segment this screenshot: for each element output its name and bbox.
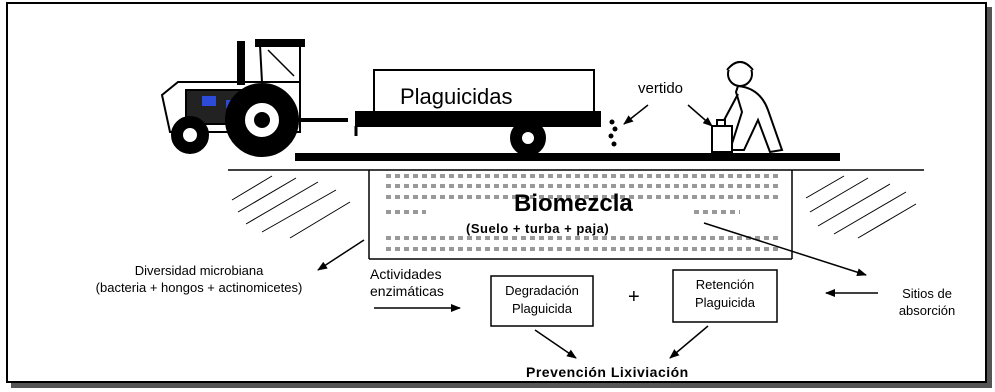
ground-platform [295, 153, 840, 161]
diversidad-label: Diversidad microbiana (bacteria + hongos… [34, 262, 364, 296]
retencion-line-1: Retención [695, 277, 755, 292]
sitios-label: Sitios de absorción [882, 285, 972, 319]
degradacion-box [490, 275, 594, 327]
diversidad-line-2: (bacteria + hongos + actinomicetes) [95, 280, 303, 295]
actividades-line-2: enzimáticas [370, 283, 444, 299]
retencion-label: Retención Plaguicida [673, 276, 777, 312]
arrow-retencion-down [669, 325, 709, 359]
actividades-label: Actividades enzimáticas [370, 266, 444, 300]
worker-icon [711, 61, 784, 154]
arrow-vertido-left [623, 104, 649, 125]
trailer-icon [354, 69, 601, 156]
pesticide-drops-icon [608, 119, 618, 147]
arrow-sitios [703, 222, 867, 277]
arrow-vertido-right [687, 104, 713, 127]
arrow-degradacion-down [534, 329, 577, 359]
sitios-line-2: absorción [898, 303, 956, 318]
sitios-line-1: Sitios de [902, 286, 952, 301]
biobed-pit [368, 170, 793, 260]
biomezcla-subtitle: (Suelo + turba + paja) [466, 221, 610, 236]
arrow-diversidad [317, 239, 365, 271]
degradacion-line-1: Degradación [505, 283, 579, 298]
biomix-layers [386, 174, 778, 251]
plaguicidas-label: Plaguicidas [400, 84, 513, 109]
degradacion-line-2: Plaguicida [512, 301, 572, 316]
prevencion-label: Prevención Lixiviación [526, 364, 689, 380]
biomezcla-label: Biomezcla [514, 190, 633, 217]
plus-sign: + [628, 286, 640, 308]
retencion-line-2: Plaguicida [695, 295, 755, 310]
tractor-icon [160, 39, 348, 157]
soil-hatch-right [805, 175, 917, 239]
retencion-box [672, 269, 778, 323]
diversidad-line-1: Diversidad microbiana [134, 263, 264, 278]
degradacion-label: Degradación Plaguicida [491, 282, 593, 318]
soil-hatch-left [231, 175, 351, 239]
vertido-label: vertido [638, 80, 684, 97]
actividades-line-1: Actividades [370, 266, 442, 282]
diagram-frame [6, 2, 987, 383]
